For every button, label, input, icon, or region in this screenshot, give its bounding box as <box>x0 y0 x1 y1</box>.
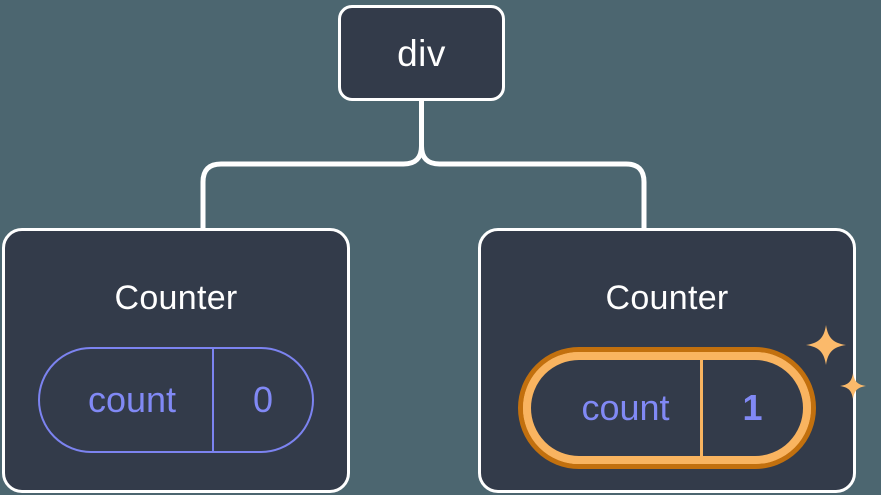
state-pill-right-wrap: count 1 <box>518 325 866 469</box>
state-pill-left-key-cell: count <box>40 349 215 451</box>
state-pill-right[interactable]: count 1 <box>518 347 816 469</box>
sparkle-small-icon <box>839 373 866 399</box>
state-pill-left-value: 0 <box>253 379 274 420</box>
node-div-label: div <box>397 32 446 74</box>
node-counter-left-title: Counter <box>114 279 238 317</box>
state-pill-left-value-cell: 0 <box>214 349 312 451</box>
state-pill-right-value: 1 <box>742 387 763 428</box>
state-pill-right-key: count <box>581 387 670 428</box>
node-counter-left[interactable]: Counter count 0 <box>2 228 350 493</box>
node-counter-right[interactable]: Counter count 1 <box>478 228 866 493</box>
state-pill-left-key: count <box>87 379 177 420</box>
sparkle-large-icon <box>805 325 846 365</box>
state-pill-right-value-cell: 1 <box>703 360 803 456</box>
node-counter-right-title: Counter <box>605 279 729 317</box>
state-pill-left[interactable]: count 0 <box>37 347 315 453</box>
node-div[interactable]: div <box>338 5 505 101</box>
state-pill-right-key-cell: count <box>531 360 703 456</box>
state-pill-right-inner: count 1 <box>523 352 811 464</box>
state-pill-left-wrap: count 0 <box>37 347 315 453</box>
